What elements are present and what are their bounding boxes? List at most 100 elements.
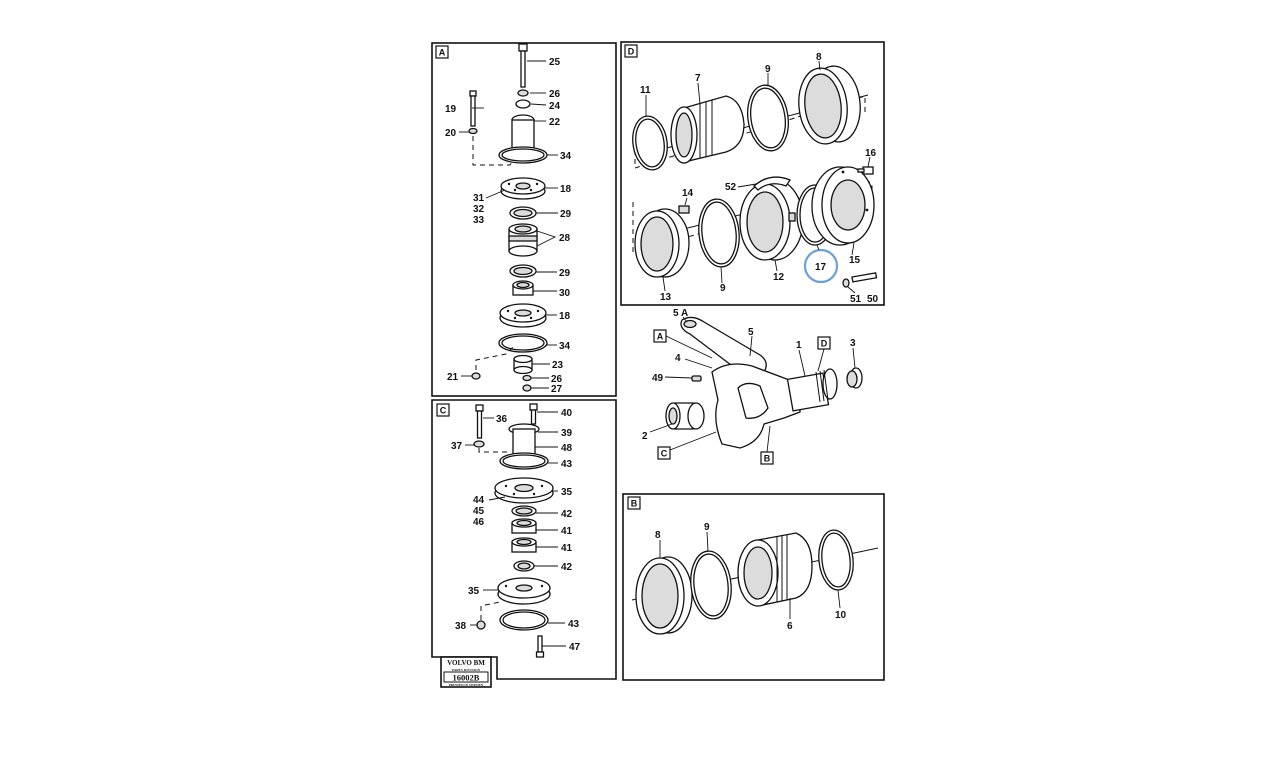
- label-26: 26: [551, 374, 563, 385]
- label-26: 26: [549, 89, 561, 100]
- label-34: 34: [559, 341, 571, 352]
- flange-18-upper: [500, 177, 546, 200]
- label-40: 40: [561, 408, 573, 419]
- label-47: 47: [569, 642, 581, 653]
- ring-24: [515, 99, 531, 109]
- label-13: 13: [660, 292, 672, 303]
- sleeve-6: [737, 532, 813, 607]
- label-35: 35: [468, 586, 480, 597]
- label-17: 17: [815, 262, 827, 273]
- plate-15: [811, 166, 875, 246]
- label-10: 10: [835, 610, 847, 621]
- label-50: 50: [867, 294, 879, 305]
- label-20: 20: [445, 128, 457, 139]
- bushing-2: [665, 402, 705, 430]
- label-18: 18: [560, 184, 572, 195]
- seal-29-lower: [509, 264, 537, 278]
- washer-20: [468, 127, 478, 135]
- panel-c-tag: C: [440, 406, 447, 416]
- callout-d: D: [821, 339, 828, 349]
- label-9: 9: [765, 64, 771, 75]
- label-1: 1: [796, 340, 802, 351]
- nut-38: [476, 620, 486, 630]
- label-23: 23: [552, 360, 564, 371]
- label-44: 44: [473, 495, 485, 506]
- nut-26-lower: [522, 374, 532, 382]
- label-28: 28: [559, 233, 571, 244]
- grease-nipple-49: [691, 375, 702, 382]
- svg-text:PRINTED IN SWEDEN: PRINTED IN SWEDEN: [449, 683, 484, 687]
- label-48: 48: [561, 443, 573, 454]
- flange-35-lower: [497, 577, 551, 605]
- ring-8-upper: [798, 65, 861, 145]
- label-35: 35: [561, 487, 573, 498]
- washer-37: [473, 440, 485, 448]
- washer-51: [842, 278, 850, 288]
- bolt-50: [851, 272, 878, 283]
- label-3: 3: [850, 338, 856, 349]
- panel-d-tag: D: [628, 47, 635, 57]
- flange-18-lower: [499, 303, 547, 328]
- spindle-1: [786, 368, 838, 412]
- key-14: [678, 205, 690, 214]
- nut-27: [522, 384, 532, 392]
- label-22: 22: [549, 117, 561, 128]
- label-31: 31: [473, 193, 485, 204]
- svg-text:VOLVO BM: VOLVO BM: [447, 659, 485, 667]
- sleeve-7: [670, 95, 745, 164]
- ring-3: [846, 367, 863, 389]
- label-45: 45: [473, 506, 485, 517]
- highlight-17: [803, 248, 839, 284]
- volvo-bm-logo: VOLVO BM PARTS DIVISION 16002B PRINTED I…: [440, 656, 492, 688]
- bolt-40: [529, 403, 538, 411]
- label-24: 24: [549, 101, 561, 112]
- panel-c: C: [431, 399, 617, 688]
- label-43: 43: [568, 619, 580, 630]
- label-19: 19: [445, 104, 457, 115]
- label-37: 37: [451, 441, 463, 452]
- label-51: 51: [850, 294, 862, 305]
- label-39: 39: [561, 428, 573, 439]
- callout-c: C: [661, 449, 668, 459]
- label-41: 41: [561, 526, 573, 537]
- label-33: 33: [473, 215, 485, 226]
- callout-a: A: [657, 332, 664, 342]
- bearing-28: [508, 223, 538, 257]
- panel-b: B 8 9 6 10: [622, 493, 885, 681]
- label-8: 8: [816, 52, 822, 63]
- label-52: 52: [725, 182, 737, 193]
- bolt-36: [475, 404, 484, 412]
- bearing-41-upper: [511, 518, 537, 534]
- panel-b-tag: B: [631, 499, 638, 509]
- label-4: 4: [675, 353, 681, 364]
- panel-d: D: [620, 41, 885, 306]
- bearing-41-lower: [511, 537, 537, 553]
- nut-12: [739, 179, 804, 261]
- nut-26: [517, 89, 529, 97]
- bolt-25: [518, 43, 528, 88]
- label-43: 43: [561, 459, 573, 470]
- panel-a: A: [431, 42, 617, 397]
- drawing-code: 16002B: [453, 673, 480, 683]
- label-18: 18: [559, 311, 571, 322]
- label-38: 38: [455, 621, 467, 632]
- ring-30: [512, 280, 534, 296]
- label-46: 46: [473, 517, 485, 528]
- label-21: 21: [447, 372, 459, 383]
- svg-text:PARTS DIVISION: PARTS DIVISION: [452, 668, 481, 672]
- flange-35-upper: [494, 477, 554, 504]
- label-7: 7: [695, 73, 701, 84]
- label-5: 5: [748, 327, 754, 338]
- label-42: 42: [561, 509, 573, 520]
- label-6: 6: [787, 621, 793, 632]
- sleeve-13: [634, 208, 690, 278]
- label-49: 49: [652, 373, 664, 384]
- label-32: 32: [473, 204, 485, 215]
- label-11: 11: [640, 85, 651, 96]
- bushing-23: [513, 354, 533, 375]
- label-9: 9: [704, 522, 710, 533]
- cap-52: [753, 176, 791, 191]
- bolt-47: [537, 635, 543, 653]
- label-41: 41: [561, 543, 573, 554]
